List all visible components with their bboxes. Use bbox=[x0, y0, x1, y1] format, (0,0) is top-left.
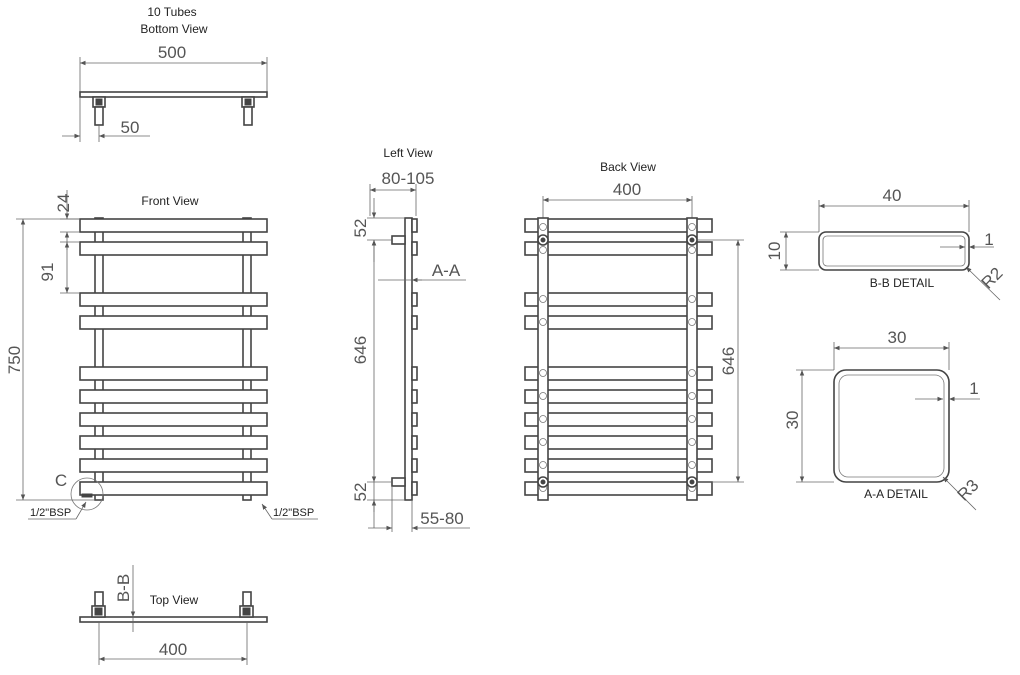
left-depth-dim: 80-105 bbox=[382, 169, 435, 188]
left-tube-end bbox=[411, 292, 418, 307]
bb-wall-dim: 1 bbox=[984, 230, 993, 249]
aa-inner-profile bbox=[838, 374, 945, 478]
left-upright bbox=[404, 217, 413, 501]
front-tube bbox=[79, 389, 268, 404]
bottom-tube bbox=[79, 91, 268, 98]
aa-outer-profile bbox=[833, 369, 950, 483]
back-width-dim: 400 bbox=[613, 180, 641, 199]
front-upright-right bbox=[242, 217, 252, 501]
bottom-width-dim: 500 bbox=[158, 43, 186, 62]
left-base-dim: 55-80 bbox=[420, 509, 463, 528]
left-wall-bracket-top bbox=[391, 235, 406, 245]
aa-height-dim: 30 bbox=[783, 411, 802, 430]
front-tube bbox=[79, 481, 268, 496]
left-connection-label: 1/2"BSP bbox=[30, 507, 71, 519]
left-centre-dim: 646 bbox=[351, 336, 370, 364]
left-tube-end bbox=[411, 389, 418, 404]
back-upright-left bbox=[537, 217, 549, 501]
front-view: Front View 24 91 750 C bbox=[5, 190, 318, 520]
back-tube bbox=[524, 435, 713, 450]
front-tube bbox=[79, 458, 268, 473]
back-view-title: Back View bbox=[600, 160, 656, 174]
aa-detail-title: A-A DETAIL bbox=[864, 487, 928, 501]
aa-radius-dim: R3 bbox=[954, 476, 983, 505]
back-tube bbox=[524, 389, 713, 404]
left-tube-end bbox=[411, 412, 418, 427]
bb-inner-profile bbox=[822, 235, 966, 267]
detail-c-circle bbox=[70, 477, 104, 511]
bottom-pipe-right bbox=[243, 106, 253, 126]
front-tube bbox=[79, 366, 268, 381]
left-top-dim: 52 bbox=[351, 219, 370, 238]
bottom-pipe-left bbox=[94, 106, 104, 126]
front-tube bbox=[79, 315, 268, 330]
top-pipe-left bbox=[94, 591, 104, 607]
detail-marker: C bbox=[55, 471, 67, 490]
left-view-title: Left View bbox=[383, 146, 432, 160]
bottom-valve-left-core bbox=[95, 98, 103, 106]
front-tube bbox=[79, 412, 268, 427]
back-tube bbox=[524, 412, 713, 427]
left-tube-end bbox=[411, 218, 418, 233]
back-tube bbox=[524, 481, 713, 496]
aa-width-dim: 30 bbox=[888, 328, 907, 347]
left-wall-bracket-bottom bbox=[391, 477, 406, 487]
back-upright-right bbox=[686, 217, 698, 501]
bb-radius-dim: R2 bbox=[978, 264, 1007, 293]
back-height-dim: 646 bbox=[719, 347, 738, 375]
back-view: Back View 400 bbox=[524, 160, 744, 501]
bb-detail: 40 10 1 R2 B-B DETAIL bbox=[765, 186, 1007, 301]
right-connection-label: 1/2"BSP bbox=[273, 507, 314, 519]
left-tube-end bbox=[411, 366, 418, 381]
top-tube bbox=[79, 616, 268, 623]
bb-detail-title: B-B DETAIL bbox=[870, 276, 935, 290]
left-tube-end bbox=[411, 435, 418, 450]
front-tube bbox=[79, 435, 268, 450]
bottom-valve-right-core bbox=[244, 98, 252, 106]
bb-height-dim: 10 bbox=[765, 242, 784, 261]
front-tube bbox=[79, 218, 268, 233]
top-width-dim: 400 bbox=[159, 640, 187, 659]
front-gap-dim: 91 bbox=[38, 263, 57, 282]
front-tube bbox=[79, 292, 268, 307]
back-tube bbox=[524, 315, 713, 330]
aa-detail: 30 30 1 R3 A-A DETAIL bbox=[783, 328, 983, 511]
front-height-dim: 750 bbox=[5, 346, 24, 374]
left-view: Left View 80-105 52 A-A 646 bbox=[351, 146, 470, 532]
left-tube-end bbox=[411, 458, 418, 473]
back-tube bbox=[524, 292, 713, 307]
left-tube-end bbox=[411, 315, 418, 330]
bottom-offset-dim: 50 bbox=[121, 118, 140, 137]
bottom-view-title-line2: Bottom View bbox=[140, 22, 207, 36]
aa-wall-dim: 1 bbox=[969, 379, 978, 398]
bottom-view-title-line1: 10 Tubes bbox=[147, 5, 196, 19]
top-view: Top View B-B 400 bbox=[79, 565, 268, 665]
bottom-view: 10 Tubes Bottom View 500 50 bbox=[62, 5, 268, 142]
section-bb-label: B-B bbox=[114, 574, 133, 602]
back-rivets bbox=[539, 223, 696, 492]
bb-width-dim: 40 bbox=[883, 186, 902, 205]
section-aa-label: A-A bbox=[432, 261, 461, 280]
back-tube bbox=[524, 366, 713, 381]
back-tube bbox=[524, 218, 713, 233]
front-upright-left bbox=[94, 217, 104, 501]
front-tube bbox=[79, 241, 268, 256]
back-tube bbox=[524, 458, 713, 473]
front-top-dim: 24 bbox=[54, 194, 73, 213]
detail-c-connector bbox=[81, 493, 93, 498]
back-tube bbox=[524, 241, 713, 256]
left-tube-end bbox=[411, 481, 418, 496]
front-view-title: Front View bbox=[141, 194, 198, 208]
top-pipe-right bbox=[242, 591, 252, 607]
left-bottom-dim: 52 bbox=[351, 483, 370, 502]
bb-outer-profile bbox=[818, 231, 970, 271]
left-tube-end bbox=[411, 241, 418, 256]
top-view-title: Top View bbox=[150, 593, 199, 607]
